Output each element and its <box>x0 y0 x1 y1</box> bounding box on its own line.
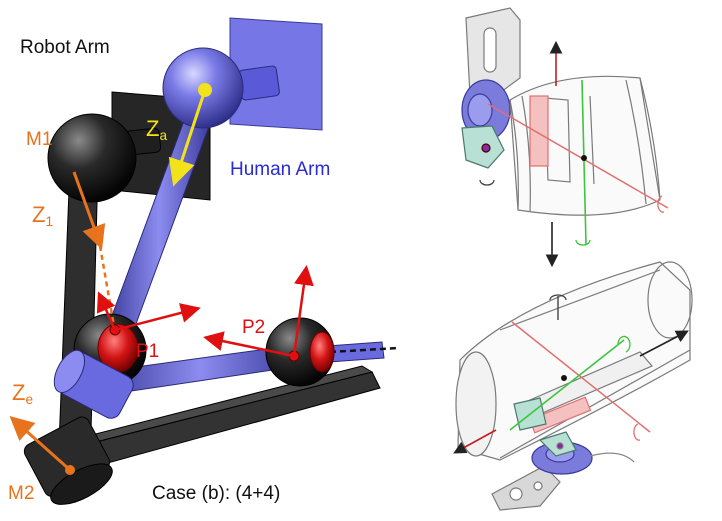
lower-arrow-left <box>453 429 497 454</box>
p2-arrow-left <box>203 331 295 358</box>
lower-rotate-icon-green <box>617 335 631 353</box>
wrist-red-ring <box>309 331 335 373</box>
ze-base: Z <box>12 380 26 405</box>
upper-axis-red-diagonal <box>487 103 669 209</box>
elbow-blue-cylinder <box>53 349 134 419</box>
ze-label: Ze <box>12 380 34 407</box>
m2-label: M2 <box>8 483 35 504</box>
za-label: Za <box>146 116 168 143</box>
z1-subscript: 1 <box>45 213 54 229</box>
za-arrow <box>168 89 207 187</box>
p2-arrow-up <box>292 265 314 357</box>
z1-base: Z <box>32 202 46 227</box>
case-caption: Case (b): (4+4) <box>152 483 281 504</box>
p1-arrow-right <box>114 303 201 332</box>
z1-arrow <box>72 171 106 250</box>
lower-cuff-sketch <box>455 261 693 511</box>
upper-cuff-sketch <box>461 7 661 216</box>
upper-axis-green-vertical <box>581 79 587 245</box>
m2-base-block <box>23 416 113 505</box>
lower-center-dot <box>561 375 567 381</box>
forearm-axis-dash <box>329 346 399 354</box>
z1-label: Z1 <box>32 202 54 229</box>
m1-label: M1 <box>26 129 53 150</box>
ze-subscript: e <box>25 391 34 407</box>
robot-arm-label: Robot Arm <box>20 37 110 58</box>
za-subscript: a <box>159 127 168 143</box>
ze-arrow <box>9 416 71 472</box>
m1-sphere <box>47 113 137 203</box>
za-base: Z <box>146 116 160 141</box>
upper-center-dot <box>581 155 587 161</box>
upper-rotate-icon-right <box>657 195 665 213</box>
human-arm-label: Human Arm <box>230 159 331 180</box>
lower-axis-red-diagonal <box>511 321 651 433</box>
p1-label: P1 <box>136 341 160 362</box>
p2-label: P2 <box>242 317 266 338</box>
lower-rotate-icon-top <box>549 294 567 301</box>
lower-rotate-icon-right <box>633 423 641 441</box>
lower-axis-green <box>509 339 625 431</box>
upper-rotate-icon-left <box>479 179 495 186</box>
lower-arrow-right <box>639 330 689 357</box>
upper-rotate-icon-green <box>575 239 591 246</box>
p1-arrow-up <box>96 291 117 331</box>
